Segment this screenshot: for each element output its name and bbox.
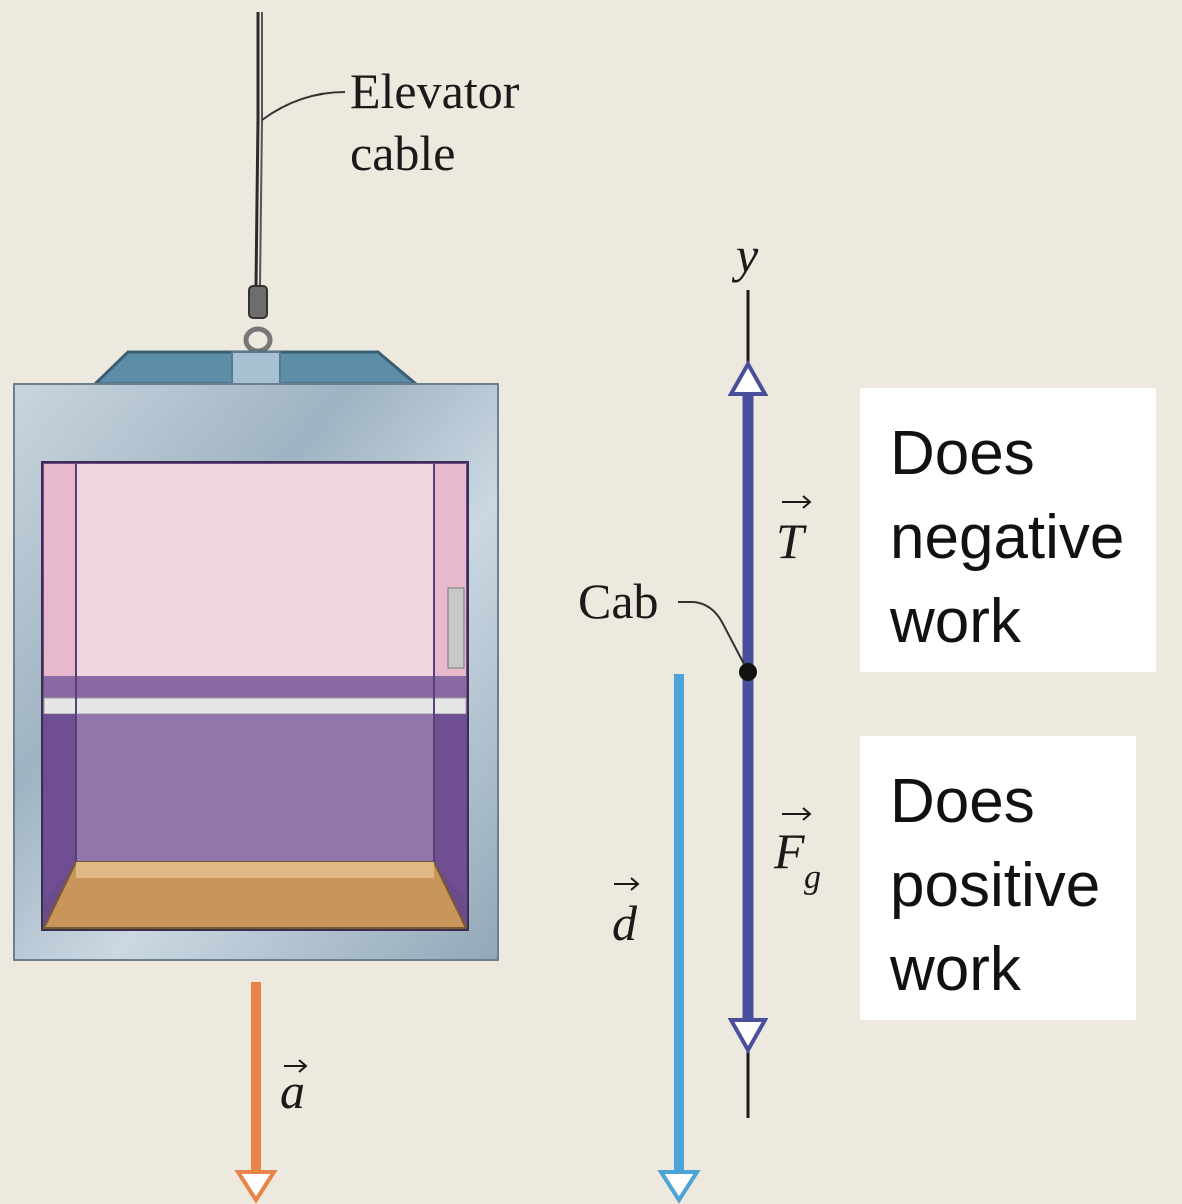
- gravity-subscript: g: [804, 859, 821, 896]
- cable-label-line1: Elevator: [350, 63, 520, 119]
- cab-label: Cab: [578, 573, 659, 629]
- gravity-vector-mark: [782, 807, 812, 821]
- tension-arrowhead: [727, 359, 769, 396]
- cab-back-wall: [76, 464, 434, 676]
- cab-roof-mount: [231, 351, 281, 389]
- y-axis-label: y: [731, 227, 759, 283]
- displacement-vector-mark: [614, 877, 640, 891]
- elevator-cable: [254, 12, 260, 287]
- cab-lower-right: [434, 714, 466, 900]
- gravity-work-line2: positive: [890, 851, 1101, 920]
- tension-work-box: Does negative work: [860, 388, 1156, 672]
- tension-work-line3: work: [890, 587, 1021, 656]
- cable-label-leader: [261, 91, 346, 121]
- acceleration-label: a: [280, 1063, 305, 1119]
- gravity-work-line1: Does: [890, 767, 1035, 836]
- button-panel: [447, 587, 465, 669]
- acceleration-vector-mark: [284, 1059, 308, 1073]
- cab-handrail: [43, 697, 467, 715]
- elevator-cable-strand: [259, 12, 263, 287]
- displacement-label: d: [612, 895, 638, 951]
- tension-vector-mark: [782, 495, 812, 509]
- cab-left-wall: [44, 464, 76, 676]
- cab-lower-wall: [76, 714, 434, 862]
- cab-band: [44, 676, 466, 698]
- gravity-work-box: Does positive work: [860, 736, 1136, 1020]
- cable-hook: [243, 326, 273, 354]
- tension-work-line2: negative: [890, 503, 1125, 572]
- cab-lower-left: [44, 714, 76, 900]
- gravity-label: F: [773, 823, 805, 879]
- tension-label: T: [776, 513, 807, 569]
- gravity-work-line3: work: [890, 935, 1021, 1004]
- cable-label-line2: cable: [350, 125, 455, 181]
- gravity-arrowhead: [727, 1018, 769, 1055]
- displacement-arrowhead: [657, 1170, 701, 1204]
- acceleration-arrowhead: [234, 1170, 278, 1204]
- cab-floor-edge: [76, 862, 434, 878]
- cab-label-leader: [678, 601, 745, 665]
- cable-connector: [248, 285, 268, 319]
- tension-work-line1: Does: [890, 419, 1035, 488]
- cab-point: [739, 663, 757, 681]
